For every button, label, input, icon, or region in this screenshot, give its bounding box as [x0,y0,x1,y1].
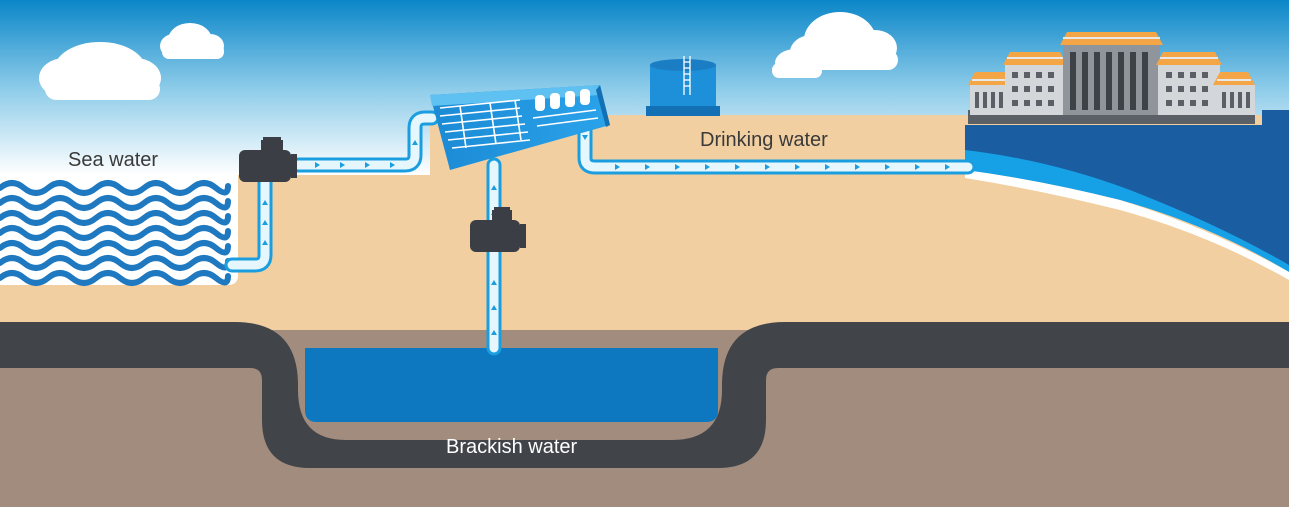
flow-arrows [262,135,950,335]
pump-icon [239,137,297,182]
flow-arrow-icon [262,240,268,245]
flow-arrow-icon [915,164,920,170]
flow-arrow-icon [262,200,268,205]
flow-arrow-icon [582,135,588,140]
flow-arrow-icon [885,164,890,170]
cloud-icon [160,23,224,59]
pump-icon [470,207,526,252]
flow-arrow-icon [615,164,620,170]
flow-arrow-icon [675,164,680,170]
ocean-right [965,110,1289,280]
flow-arrow-icon [340,162,345,168]
cloud-icon [39,42,161,100]
flow-arrow-icon [491,305,497,310]
city-buildings-icon [968,32,1255,124]
storage-tank-icon [646,56,720,116]
drinking-water-label: Drinking water [700,129,828,151]
flow-arrow-icon [365,162,370,168]
brackish-water-label: Brackish water [446,436,578,458]
flow-arrow-icon [412,140,418,145]
sea-water-label: Sea water [68,149,159,171]
flow-arrow-icon [765,164,770,170]
flow-arrow-icon [390,162,395,168]
flow-arrow-icon [825,164,830,170]
flow-arrow-icon [491,330,497,335]
rock-layer [0,322,1289,468]
cloud-icon [790,12,898,70]
sea-waves-icon [0,180,231,286]
flow-arrow-icon [262,220,268,225]
brackish-water-pool [305,348,718,422]
flow-arrow-icon [645,164,650,170]
cloud-icon [772,49,822,78]
flow-arrow-icon [855,164,860,170]
flow-arrow-icon [491,185,497,190]
flow-arrow-icon [491,280,497,285]
treatment-plant-icon [430,85,610,170]
flow-arrow-icon [735,164,740,170]
flow-arrow-icon [945,164,950,170]
flow-arrow-icon [705,164,710,170]
flow-arrow-icon [795,164,800,170]
flow-arrow-icon [315,162,320,168]
